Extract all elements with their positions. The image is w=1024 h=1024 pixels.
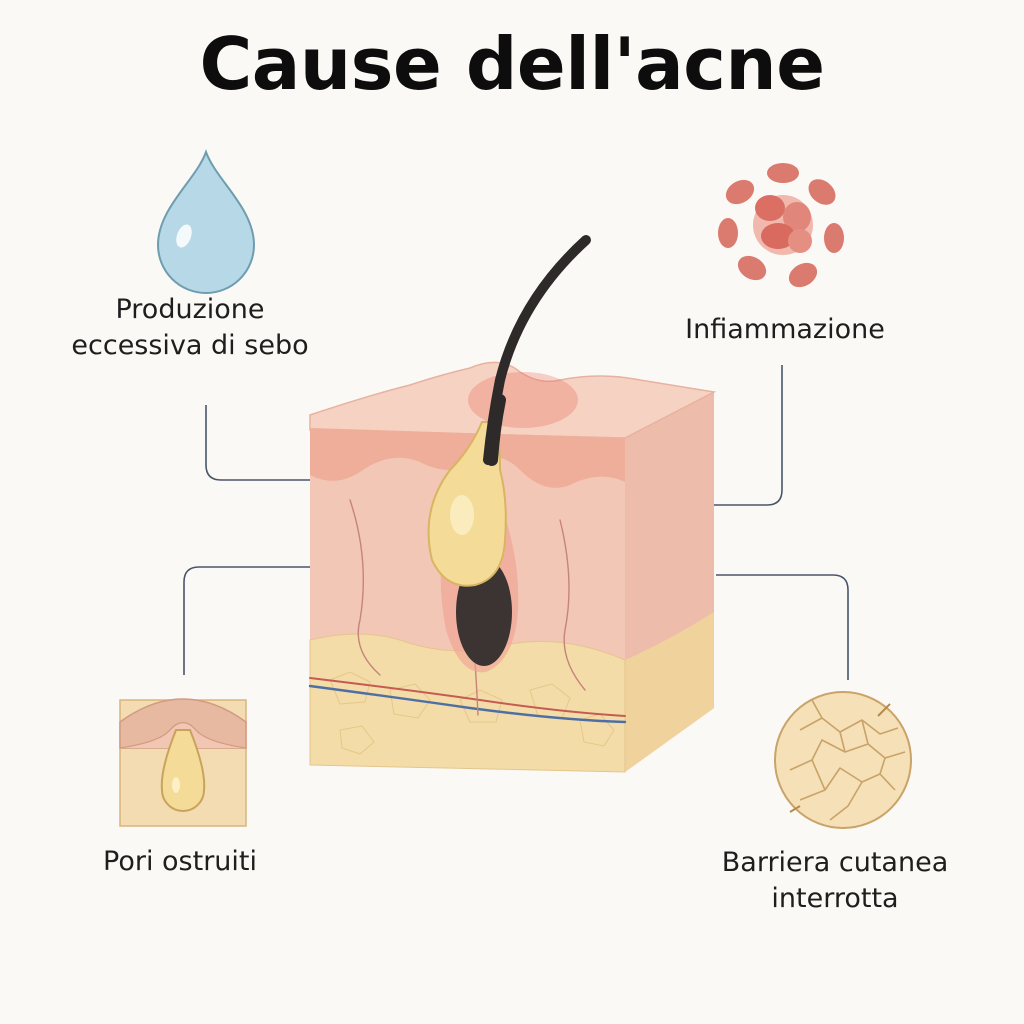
oil-drop-icon (156, 149, 256, 294)
label-produzione-sebo-line1: Produzione (115, 294, 265, 325)
label-produzione-sebo-line2: eccessiva di sebo (71, 330, 309, 361)
page-title: Cause dell'acne (199, 22, 825, 106)
clogged-pore-icon (119, 698, 247, 827)
cracked-skin-icon (774, 691, 912, 829)
label-pori-ostruiti: Pori ostruiti (103, 846, 257, 877)
connector-sebo (205, 405, 310, 481)
inflammation-cells-icon (718, 163, 844, 288)
connector-infiammazione (714, 365, 783, 506)
label-barriera-line2: interrotta (771, 883, 899, 914)
connector-barriera (716, 574, 849, 680)
connector-lines (183, 365, 849, 680)
label-infiammazione: Infiammazione (685, 314, 885, 345)
skin-cross-section (308, 235, 717, 773)
label-barriera-line1: Barriera cutanea (721, 847, 949, 878)
label-barriera-cutanea: Barriera cutanea interrotta (690, 845, 980, 917)
label-produzione-sebo: Produzione eccessiva di sebo (40, 292, 340, 364)
connector-pori (183, 566, 310, 675)
